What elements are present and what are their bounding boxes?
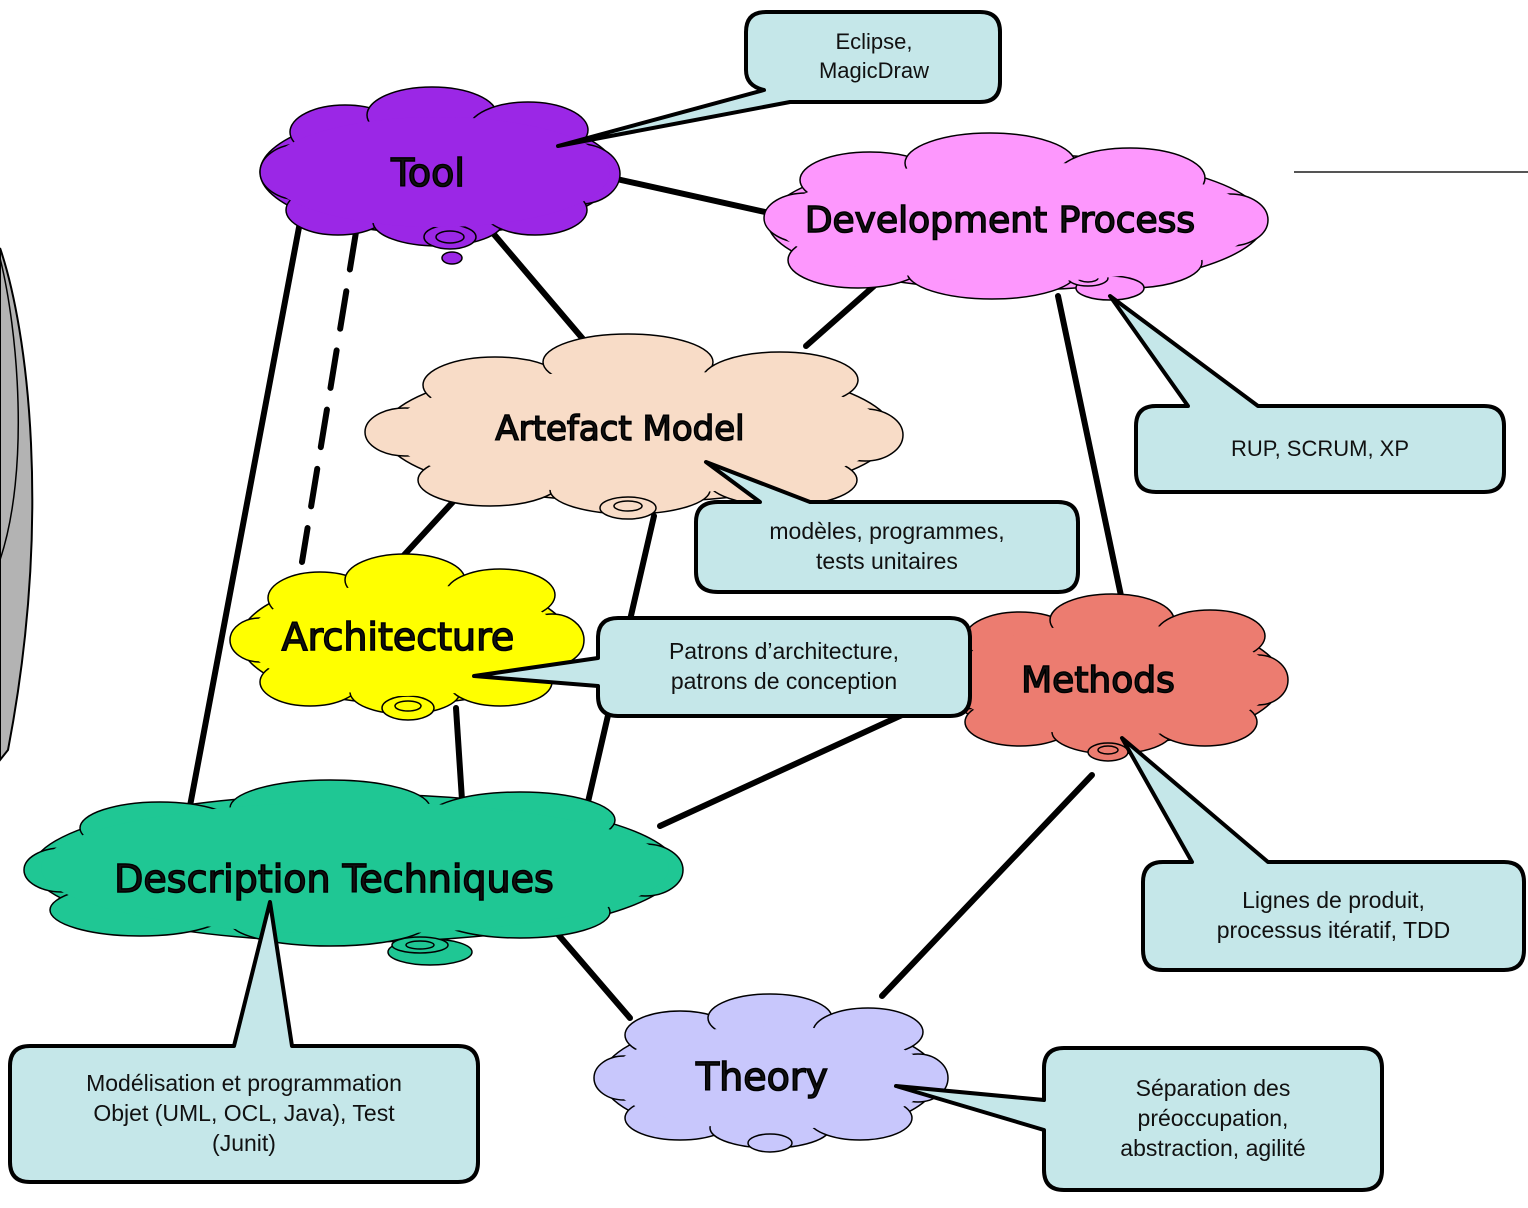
cloud-architecture: Architecture [229, 553, 585, 721]
edge-development-process-methods [1055, 293, 1127, 613]
cloud-tool: Tool [259, 86, 621, 265]
callout-description-techniques-bubble [8, 900, 480, 1184]
cloud-tool-label: Tool [390, 151, 465, 195]
edge-methods-theory [879, 772, 1095, 999]
callout-artefact-model-bubble [694, 460, 1080, 594]
callout-theory-bubble [894, 1046, 1384, 1192]
callout-architecture-text: Patrons d’architecture, patrons de conce… [668, 638, 900, 694]
edge-architecture-description-techniques [453, 705, 465, 803]
cloud-theory: Theory [593, 993, 949, 1153]
callout-artefact-model-text: modèles, programmes, tests unitaires [769, 518, 1005, 574]
callout-description-techniques-text: Modélisation et programmation Objet (UML… [86, 1070, 402, 1156]
callout-development-process-bubble [1108, 294, 1506, 494]
cloud-artefact-model-label: Artefact Model [495, 409, 744, 449]
callout-architecture-bubble [472, 616, 972, 718]
edge-description-techniques-theory [553, 929, 633, 1021]
cloud-methods-label: Methods [1021, 660, 1175, 701]
edge-tool-architecture-dashed [299, 229, 359, 565]
edge-tool-development-process [609, 175, 795, 221]
cloud-development-process: Development Process [763, 132, 1269, 301]
edge-tool-artefact-model [489, 229, 597, 355]
edge-tool-description-techniques [187, 219, 303, 809]
callout-theory-text: Séparation des préoccupation, abstractio… [1120, 1075, 1306, 1161]
callout-methods-bubble [1120, 736, 1526, 972]
cloud-development-process-label: Development Process [805, 200, 1195, 241]
cloud-theory-label: Theory [695, 1055, 828, 1099]
callout-tool-bubble [556, 10, 1002, 148]
cloud-description-techniques: Description Techniques [23, 779, 684, 966]
cloud-artefact-model: Artefact Model [364, 333, 904, 520]
edge-methods-description-techniques [657, 712, 905, 829]
edge-development-process-artefact-model [803, 283, 877, 349]
cloud-architecture-label: Architecture [282, 615, 515, 659]
callout-methods-text: Lignes de produit, processus itératif, T… [1216, 887, 1451, 943]
left-side-shape [0, 247, 34, 762]
cloud-description-techniques-label: Description Techniques [114, 857, 554, 901]
callout-development-process-text: RUP, SCRUM, XP [1230, 435, 1410, 461]
callout-tool-text: Eclipse, MagicDraw [818, 29, 930, 83]
cloud-methods: Methods [934, 593, 1289, 762]
left-side-shape-inner [0, 257, 20, 561]
